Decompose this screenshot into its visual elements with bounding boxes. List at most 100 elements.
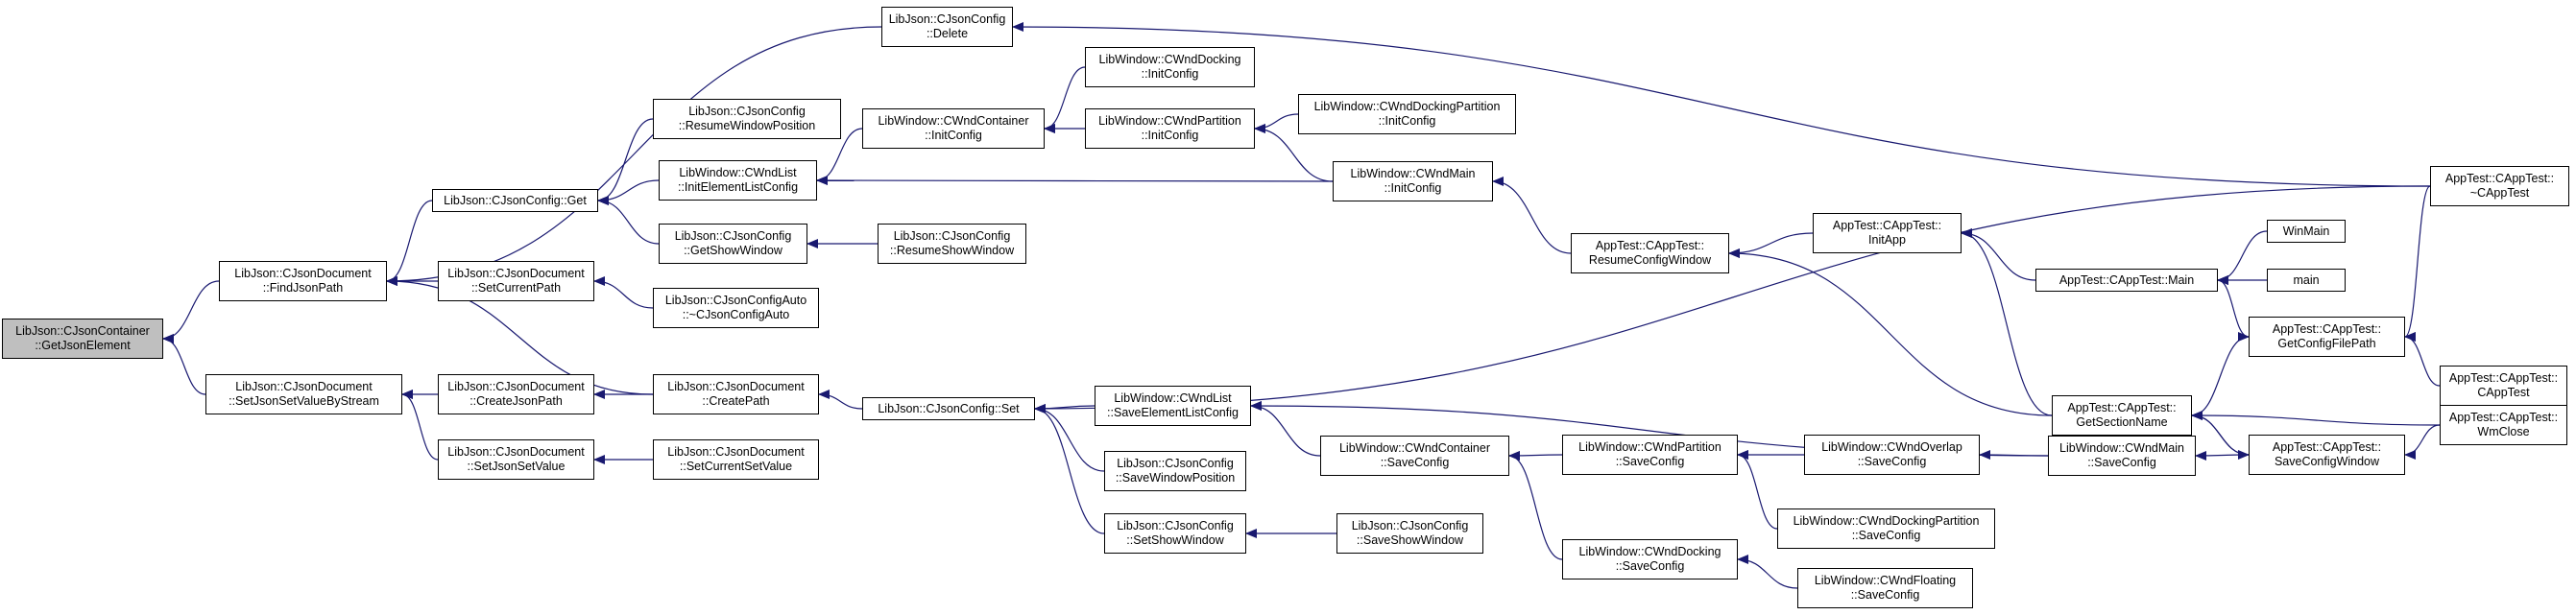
node-main[interactable]: AppTest::CAppTest::Main <box>2035 269 2218 292</box>
node-label-line2: ::SetJsonSetValueByStream <box>229 394 379 408</box>
node-wps[interactable]: LibWindow::CWndPartition::SaveConfig <box>1562 435 1738 475</box>
node-label-line2: ::SaveShowWindow <box>1356 533 1464 547</box>
node-label-line1: LibWindow::CWndOverlap <box>1821 440 1962 454</box>
node-label-line2: ::InitConfig <box>925 129 982 142</box>
node-iel[interactable]: LibWindow::CWndList::InitElementListConf… <box>659 160 817 201</box>
edge-wfs-to-wds <box>1737 555 1798 589</box>
node-ctor[interactable]: AppTest::CAppTest::CAppTest <box>2440 366 2567 406</box>
node-wdps[interactable]: LibWindow::CWndDockingPartition::SaveCon… <box>1777 509 1995 549</box>
node-label-line1: LibJson::CJsonConfigAuto <box>664 294 807 307</box>
node-label-line2: ::SaveWindowPosition <box>1115 471 1236 485</box>
node-rwp[interactable]: LibJson::CJsonConfig::ResumeWindowPositi… <box>653 99 841 139</box>
edge-wms-to-wos <box>1979 450 2049 461</box>
node-label-line2: ::SaveConfig <box>1615 559 1685 573</box>
node-wmc[interactable]: AppTest::CAppTest::WmClose <box>2440 405 2567 445</box>
node-label-line2: ::InitConfig <box>1141 129 1199 142</box>
node-label-line2: WmClose <box>2477 425 2530 438</box>
node-rsw[interactable]: LibJson::CJsonConfig::ResumeShowWindow <box>878 224 1026 264</box>
node-rcw[interactable]: AppTest::CAppTest::ResumeConfigWindow <box>1571 233 1729 273</box>
node-label-line2: ::SaveConfig <box>2087 456 2156 469</box>
node-label-line1: WinMain <box>2282 224 2330 238</box>
node-init[interactable]: AppTest::CAppTest::InitApp <box>1813 213 1962 253</box>
node-gsw[interactable]: LibJson::CJsonConfig::GetShowWindow <box>659 224 807 264</box>
node-label-line1: LibJson::CJsonContainer <box>15 324 150 338</box>
node-label-line1: LibJson::CJsonConfig::Get <box>444 193 587 207</box>
node-swp[interactable]: LibJson::CJsonConfig::SaveWindowPosition <box>1104 451 1246 491</box>
edge-gsn-to-scw <box>2191 414 2250 460</box>
node-gcfp[interactable]: AppTest::CAppTest::GetConfigFilePath <box>2249 317 2405 357</box>
node-label-line2: ::SaveConfig <box>1850 588 1920 602</box>
edge-sjsv-to-setjsv <box>401 390 439 461</box>
node-label-line1: LibWindow::CWndDocking <box>1578 545 1721 558</box>
node-cjca[interactable]: LibJson::CJsonConfigAuto::~CJsonConfigAu… <box>653 288 819 328</box>
node-label-line2: ::CreatePath <box>702 394 770 408</box>
node-delete[interactable]: LibJson::CJsonConfig::Delete <box>881 7 1013 47</box>
node-label-line2: ::InitConfig <box>1141 67 1199 81</box>
node-label-line2: ~CAppTest <box>2469 186 2530 200</box>
node-wms[interactable]: LibWindow::CWndMain::SaveConfig <box>2048 436 2196 476</box>
node-find[interactable]: LibJson::CJsonDocument::FindJsonPath <box>219 261 387 301</box>
node-wdpi[interactable]: LibWindow::CWndDockingPartition::InitCon… <box>1298 94 1516 134</box>
edge-dtor-to-set <box>1034 185 2431 414</box>
node-label-line2: ::InitConfig <box>1384 181 1442 195</box>
node-wfs[interactable]: LibWindow::CWndFloating::SaveConfig <box>1797 568 1973 608</box>
node-label-line1: AppTest::CAppTest:: <box>2272 440 2382 454</box>
node-cp[interactable]: LibJson::CJsonDocument::CreatePath <box>653 374 819 414</box>
node-sjsv[interactable]: LibJson::CJsonDocument::SetJsonSetValue <box>438 439 594 480</box>
node-label-line2: ::ResumeShowWindow <box>889 244 1015 257</box>
node-label-line1: LibWindow::CWndList <box>1114 391 1232 405</box>
edge-gsn-to-init <box>1961 228 2053 416</box>
node-label-line2: GetSectionName <box>2076 415 2168 429</box>
node-wos[interactable]: LibWindow::CWndOverlap::SaveConfig <box>1804 435 1980 475</box>
node-sel[interactable]: LibWindow::CWndList::SaveElementListConf… <box>1095 386 1251 426</box>
node-wdi[interactable]: LibWindow::CWndDocking::InitConfig <box>1085 47 1255 87</box>
node-label-line1: AppTest::CAppTest:: <box>2067 401 2177 414</box>
node-wpi[interactable]: LibWindow::CWndPartition::InitConfig <box>1085 108 1255 149</box>
edge-rcw-to-wmi <box>1492 177 1572 254</box>
node-label-line1: LibJson::CJsonDocument <box>447 445 585 459</box>
node-label-line2: CAppTest <box>2477 386 2530 399</box>
node-scsv[interactable]: LibJson::CJsonDocument::SetCurrentSetVal… <box>653 439 819 480</box>
node-setcp[interactable]: LibJson::CJsonDocument::SetCurrentPath <box>438 261 594 301</box>
node-label-line1: LibJson::CJsonDocument <box>235 380 373 393</box>
node-label-line1: AppTest::CAppTest:: <box>2448 371 2559 385</box>
node-ssw[interactable]: LibJson::CJsonConfig::SetShowWindow <box>1104 513 1246 554</box>
node-label-line1: LibJson::CJsonDocument <box>667 380 805 393</box>
edge-set-to-cp <box>818 390 863 410</box>
edge-wdps-to-wps <box>1737 450 1778 530</box>
node-wds[interactable]: LibWindow::CWndDocking::SaveConfig <box>1562 539 1738 580</box>
node-label-line2: ::SaveConfig <box>1615 455 1685 468</box>
node-wmi[interactable]: LibWindow::CWndMain::InitConfig <box>1333 161 1493 201</box>
node-get[interactable]: LibJson::CJsonConfig::Get <box>432 189 598 212</box>
node-label-line1: LibJson::CJsonConfig::Set <box>878 401 1020 415</box>
node-scw[interactable]: AppTest::CAppTest::SaveConfigWindow <box>2249 435 2405 475</box>
node-label-line2: ::SaveElementListConfig <box>1107 406 1239 419</box>
node-label-line1: LibJson::CJsonConfig <box>1117 519 1234 532</box>
node-label-line1: LibWindow::CWndPartition <box>1098 114 1241 128</box>
node-label-line1: LibJson::CJsonDocument <box>447 380 585 393</box>
node-wcs[interactable]: LibWindow::CWndContainer::SaveConfig <box>1320 436 1509 476</box>
edge-gsn-to-gcfp <box>2191 332 2250 416</box>
node-gsn[interactable]: AppTest::CAppTest::GetSectionName <box>2052 395 2192 436</box>
node-label-line1: LibWindow::CWndContainer <box>1338 441 1490 455</box>
node-label-line1: LibJson::CJsonConfig <box>1351 519 1469 532</box>
node-label-line1: LibJson::CJsonConfig <box>888 12 1006 26</box>
node-label-line1: AppTest::CAppTest:: <box>2448 411 2559 424</box>
node-label-line2: ::SaveConfig <box>1851 529 1921 542</box>
node-ssw2[interactable]: LibJson::CJsonConfig::SaveShowWindow <box>1336 513 1483 554</box>
node-set[interactable]: LibJson::CJsonConfig::Set <box>862 397 1035 420</box>
node-crjp[interactable]: LibJson::CJsonDocument::CreateJsonPath <box>438 374 594 414</box>
node-setjsv[interactable]: LibJson::CJsonDocument::SetJsonSetValueB… <box>205 374 402 414</box>
node-label-line1: LibJson::CJsonDocument <box>234 267 372 280</box>
node-label-line2: ::SetCurrentPath <box>470 281 562 295</box>
node-dtor[interactable]: AppTest::CAppTest::~CAppTest <box>2430 166 2569 206</box>
node-label-line2: ::SaveConfig <box>1857 455 1927 468</box>
node-mainf[interactable]: main <box>2267 269 2346 292</box>
node-label-line1: LibWindow::CWndMain <box>2059 441 2184 455</box>
edge-gsn-to-rcw <box>1728 248 2053 416</box>
node-label-line1: main <box>2293 272 2320 287</box>
node-winmain[interactable]: WinMain <box>2267 220 2346 243</box>
node-label-line1: LibWindow::CWndDocking <box>1098 53 1241 66</box>
node-wci[interactable]: LibWindow::CWndContainer::InitConfig <box>862 108 1045 149</box>
